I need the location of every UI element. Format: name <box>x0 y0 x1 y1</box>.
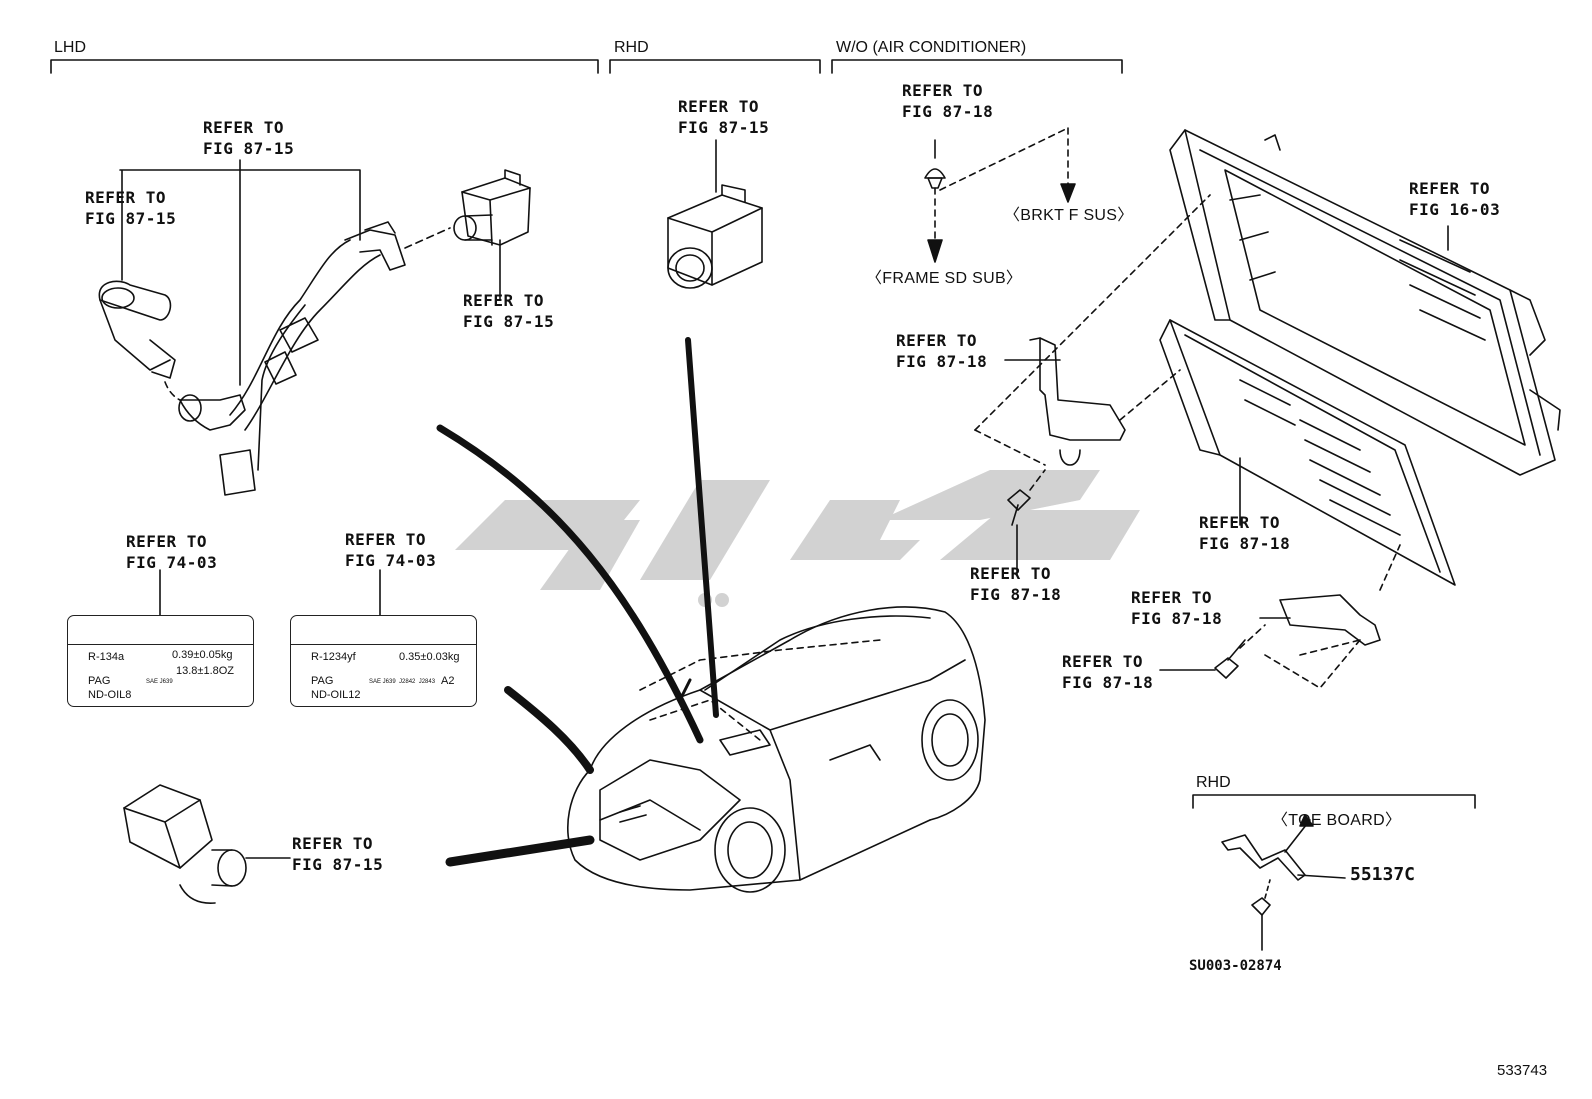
section-rhd: RHD <box>614 39 649 56</box>
refrigerant-label-r1234yf: R-1234yf 0.35±0.03kg PAG SAE J639 J2842 … <box>290 615 477 707</box>
bolt-upper <box>1007 469 1046 576</box>
section-rhd-bottom: RHD <box>1196 774 1231 791</box>
condenser <box>1159 319 1456 586</box>
refrigerant-amount-oz: 13.8±1.8OZ <box>176 665 235 677</box>
car-illustration <box>567 606 986 893</box>
oil-type: PAG <box>88 675 111 687</box>
part-number-su003: SU003-02874 <box>1189 958 1282 974</box>
note-brkt-f-sus: 〈BRKT F SUS〉 <box>1004 207 1134 224</box>
lhd-harness <box>98 159 451 496</box>
label-fine-print-a2: A2 <box>441 675 455 687</box>
rhd-sensor <box>667 139 763 289</box>
bottom-sensor <box>123 784 291 904</box>
label-fine-print: SAE J639 <box>146 679 173 685</box>
bracket-rhd-bottom <box>1192 794 1476 809</box>
bracket-rhd <box>609 59 821 74</box>
note-toe-board: 〈TOE BOARD〉 <box>1272 812 1402 829</box>
section-lhd: LHD <box>54 39 87 56</box>
refrigerant-amount-kg: 0.35±0.03kg <box>399 651 460 663</box>
oil-code: ND-OIL8 <box>88 689 132 701</box>
lhd-sensor <box>453 169 531 301</box>
figure-id: 533743 <box>1497 1062 1548 1079</box>
radiator <box>1169 129 1561 476</box>
oil-type: PAG <box>311 675 334 687</box>
refrigerant-type: R-134a <box>88 651 125 663</box>
refrigerant-amount-kg: 0.39±0.05kg <box>172 649 233 661</box>
bracket-wo-ac <box>831 59 1123 74</box>
refrigerant-label-r134a: R-134a 0.39±0.05kg 13.8±1.8OZ PAG SAE J6… <box>67 615 254 707</box>
bolt-lower <box>1159 624 1266 679</box>
section-wo-ac: W/O (AIR CONDITIONER) <box>836 39 1027 56</box>
note-frame-sd-sub: 〈FRAME SD SUB〉 <box>866 270 1023 287</box>
part-number-55137c: 55137C <box>1350 864 1416 885</box>
refrigerant-type: R-1234yf <box>311 651 356 663</box>
wo-ac-clip <box>924 127 1076 263</box>
oil-code: ND-OIL12 <box>311 689 361 701</box>
label-fine-print: SAE J639 J2842 J2843 <box>369 679 436 685</box>
bracket-lower <box>1259 544 1401 689</box>
bracket-lhd <box>50 59 599 74</box>
toe-board-bracket <box>1221 814 1346 951</box>
watermark-logo <box>455 470 1140 607</box>
bracket-upper <box>974 194 1211 466</box>
